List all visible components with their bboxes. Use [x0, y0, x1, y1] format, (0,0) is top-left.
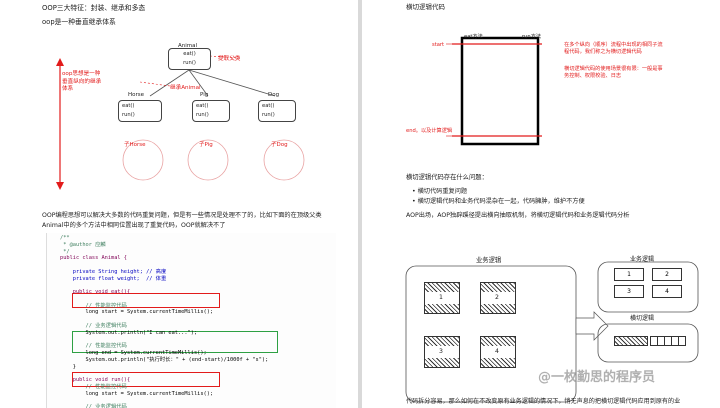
code-lines: /** * @author 应麟 */public class Animal {…: [60, 235, 268, 408]
crosscut-title: 横切逻辑: [630, 315, 655, 322]
sub-dog: 子Dog: [271, 142, 288, 148]
code-line: long end = System.currentTimeMillis();: [60, 350, 207, 357]
right-cell-3: 3: [614, 285, 644, 298]
dog-title: Dog: [268, 92, 280, 98]
animal-title: Animal: [178, 43, 198, 49]
animal-box: eat() run(): [168, 48, 211, 70]
code-line: public void run(){: [60, 377, 131, 384]
code-line: long start = System.currentTimeMillis();: [60, 309, 214, 316]
code-line: /**: [60, 235, 70, 241]
pig-title: Pig: [200, 92, 209, 98]
pig-method-run: run(): [196, 111, 209, 118]
business-title: 业务逻辑: [476, 257, 502, 264]
crosscut-diagram: [405, 36, 699, 403]
code-line: // 业务逻辑代码: [60, 404, 127, 408]
hatch-cell-tl: 1: [424, 282, 460, 314]
code-line: [60, 282, 268, 289]
sub-pig: 子Pig: [199, 142, 213, 148]
code-line: */: [60, 248, 70, 255]
animal-method-eat: eat(): [183, 51, 196, 57]
code-line: // 性能监控代码: [60, 383, 127, 390]
animal-method-run: run(): [183, 59, 196, 66]
start-label: start: [432, 42, 445, 48]
hatch-cell-tr: 2: [480, 282, 516, 314]
note-top: 在多个纵向（顺序）流程中出现的相同子流程代码，我们称之为横切逻辑代码: [564, 42, 663, 56]
watermark: @一枚勤思的程序员: [538, 370, 656, 385]
code-line: public class Animal {: [60, 255, 127, 262]
horse-method-run: run(): [122, 111, 135, 118]
dog-method-eat: eat(): [262, 103, 275, 109]
note-bottom: 横切逻辑代码的使用场景很有限：一般是事务控制、权限校验、日志: [564, 66, 663, 80]
cell-1-label: 1: [439, 294, 443, 301]
highlight-start-eat: [72, 293, 220, 308]
inherit-label: 继承Animal: [170, 85, 201, 91]
code-line: long start = System.currentTimeMillis();: [60, 390, 214, 397]
hatch-cell-br: 4: [480, 336, 516, 368]
left-heading: OOP三大特征：封装、继承和多态: [42, 4, 146, 12]
code-line: }: [60, 363, 76, 370]
code-line: private float weight; // 体重: [60, 275, 167, 282]
problem-2: • 横切逻辑代码和业务代码混杂在一起，代码臃肿，维护不方便: [412, 198, 585, 205]
right-page: 横切逻辑代码 eat方法 run方法 start end。以及计算逻辑 在多个纵…: [362, 0, 720, 408]
problem-1: • 横切代码重复问题: [412, 188, 468, 195]
end-label: end。以及计算逻辑: [406, 128, 453, 134]
cell-2-label: 2: [495, 294, 499, 301]
right-cell-2: 2: [652, 268, 682, 281]
aop-line: AOP出场，AOP独辟蹊径提出横向抽取机制，将横切逻辑代码和业务逻辑代码分析: [406, 212, 630, 219]
code-block: [46, 233, 336, 408]
extract-label: 提取父类: [218, 56, 241, 62]
problems-heading: 横切逻辑代码存在什么问题：: [406, 174, 488, 181]
horse-title: Horse: [128, 92, 145, 98]
code-line: // 业务逻辑代码: [60, 322, 127, 329]
code-line: public void eat(){: [60, 289, 131, 296]
code-line: // 性能监控代码: [60, 343, 127, 350]
left-subheading: oop是一种垂直继承体系: [42, 18, 116, 26]
dog-method-run: run(): [262, 111, 275, 118]
horse-box: eat() run(): [118, 100, 162, 122]
horse-method-eat: eat(): [122, 103, 135, 109]
right-cell-4: 4: [652, 285, 682, 298]
sub-horse: 子Horse: [124, 142, 146, 148]
business-title-right: 业务逻辑: [630, 256, 655, 263]
pig-method-eat: eat(): [196, 103, 209, 109]
code-line: [60, 370, 268, 377]
left-page: OOP三大特征：封装、继承和多态 oop是一种垂直继承体系 oop思想是一种垂直…: [0, 0, 358, 408]
footer-text: 代码拆分容易，那么如何在不改变原有业务逻辑的情况下，悄无声息的把横切逻辑代码应用…: [406, 398, 681, 405]
pig-box: eat() run(): [192, 100, 230, 122]
code-line: [60, 262, 268, 269]
code-line: System.out.println("执行时长：" + (end-start)…: [60, 356, 269, 363]
paragraph-line-2: Animal中的多个方法中相同位置出现了重复代码，OOP就解决不了: [42, 222, 226, 229]
run-label: run方法: [522, 34, 542, 40]
crosscut-grid: [650, 336, 686, 346]
side-note: oop思想是一种垂直纵向的继承体系: [62, 71, 102, 93]
cell-4-label: 4: [495, 348, 499, 355]
right-heading: 横切逻辑代码: [406, 3, 445, 11]
dog-box: eat() run(): [258, 100, 296, 122]
highlight-end-eat: [72, 331, 278, 353]
code-line: [60, 316, 268, 323]
highlight-start-run: [72, 372, 220, 387]
crosscut-hatch: [614, 336, 648, 346]
problem-2-text: 横切逻辑代码和业务代码混杂在一起，代码臃肿，维护不方便: [417, 198, 585, 205]
code-line: System.out.println("I can eat...");: [60, 329, 198, 336]
code-line: private String height; // 高度: [60, 268, 167, 275]
paragraph-line-1: OOP编程思想可以解决大多数的代码重复问题，但是有一些情况是处理不了的，比如下面…: [42, 212, 322, 219]
code-line: * @author 应麟: [60, 241, 106, 248]
eat-label: eat方法: [464, 34, 483, 40]
hatch-cell-bl: 3: [424, 336, 460, 368]
code-line: // 性能监控代码: [60, 302, 127, 309]
cell-3-label: 3: [439, 348, 443, 355]
problem-1-text: 横切代码重复问题: [417, 188, 468, 195]
code-line: [60, 296, 268, 303]
right-cell-1: 1: [614, 268, 644, 281]
